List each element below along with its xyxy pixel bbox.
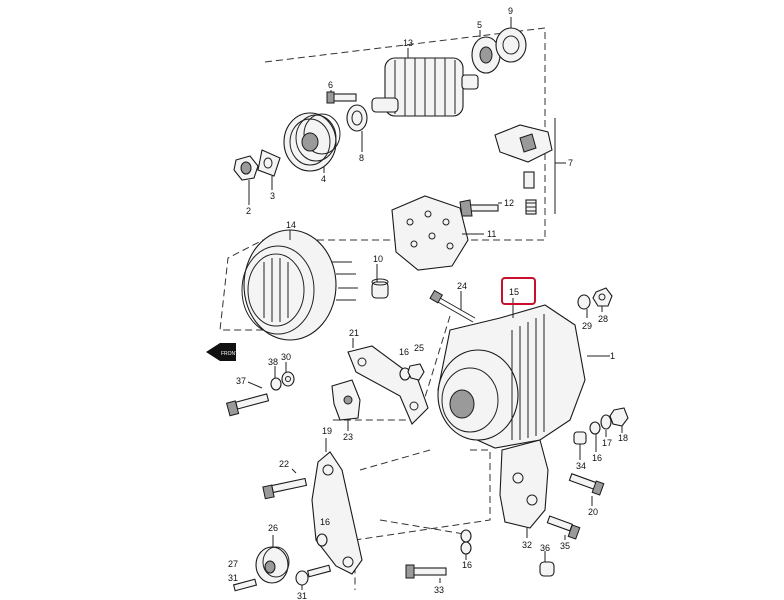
callout-24: 24	[457, 281, 467, 291]
washer-3-part[interactable]	[257, 149, 281, 177]
bolt-6-part[interactable]	[326, 91, 357, 104]
bolt-37-part[interactable]	[225, 393, 270, 417]
callout-31-bottom: 31	[297, 591, 307, 600]
washer-38-part[interactable]	[270, 377, 282, 391]
bearing-part[interactable]	[471, 36, 501, 74]
alternator-part[interactable]	[437, 304, 586, 449]
callout-16-lower: 16	[462, 560, 472, 570]
callout-22: 22	[279, 459, 289, 469]
callout-1: 1	[610, 351, 615, 361]
callout-21: 21	[349, 328, 359, 338]
regulator-part[interactable]	[494, 124, 553, 215]
nut-25-part[interactable]	[407, 363, 425, 381]
callout-34: 34	[576, 461, 586, 471]
callout-31-left: 31	[228, 573, 238, 583]
spacer-ring-part[interactable]	[346, 104, 368, 132]
callout-19: 19	[322, 426, 332, 436]
rotor-part[interactable]	[371, 57, 479, 117]
callout-11: 11	[487, 229, 496, 239]
callout-5: 5	[477, 20, 482, 30]
callout-36: 36	[540, 543, 550, 553]
callout-10: 10	[373, 254, 383, 264]
bolt-35-part[interactable]	[546, 515, 581, 540]
bolt-22-part[interactable]	[262, 477, 308, 500]
callout-33: 33	[434, 585, 444, 595]
callout-35: 35	[560, 541, 570, 551]
callout-7: 7	[568, 158, 573, 168]
callout-20: 20	[588, 507, 598, 517]
screw-12-part[interactable]	[459, 199, 499, 217]
bushing-10-part[interactable]	[371, 278, 389, 299]
callout-13: 13	[403, 38, 413, 48]
callout-labels: 1 2 3 4 5 6 7 8 9 10 11 12 13 14 15 16 1…	[228, 6, 628, 600]
stator-part[interactable]	[241, 229, 358, 341]
bolt-20-part[interactable]	[568, 473, 605, 496]
nut-18-part[interactable]	[609, 407, 629, 427]
callout-32: 32	[522, 540, 532, 550]
callout-8: 8	[359, 153, 364, 163]
callout-38: 38	[268, 357, 278, 367]
nut-28-part[interactable]	[592, 287, 613, 307]
callout-30: 30	[281, 352, 291, 362]
front-direction-arrow: FRONT	[206, 343, 238, 361]
washer-16-bottom-part[interactable]	[316, 533, 328, 547]
callout-16-bottom: 16	[320, 517, 330, 527]
callout-14: 14	[286, 220, 296, 230]
callout-26: 26	[268, 523, 278, 533]
callout-6: 6	[328, 80, 333, 90]
callout-18: 18	[618, 433, 628, 443]
callout-16-mid: 16	[399, 347, 409, 357]
bushing-34-part[interactable]	[573, 431, 587, 445]
washer-30-part[interactable]	[281, 371, 295, 387]
adjuster-bracket-19-part[interactable]	[311, 451, 363, 575]
nut-2-part[interactable]	[233, 155, 259, 181]
bolt-33-part[interactable]	[405, 564, 447, 579]
callout-27: 27	[228, 559, 238, 569]
leader-lines	[247, 17, 623, 590]
bolt-31-part[interactable]	[306, 564, 332, 578]
washer-17-part[interactable]	[600, 414, 612, 430]
callout-3: 3	[270, 191, 275, 201]
bracket-32-part[interactable]	[499, 439, 549, 529]
callout-4: 4	[321, 174, 326, 184]
washer-16-lower-part[interactable]	[460, 541, 472, 555]
bolt-27-part[interactable]	[232, 578, 258, 592]
bushing-36-part[interactable]	[539, 561, 555, 577]
callout-37: 37	[236, 376, 246, 386]
callout-23: 23	[343, 432, 353, 442]
bearing-cover-part[interactable]	[495, 27, 527, 63]
callout-25: 25	[414, 343, 424, 353]
bolt-24-part[interactable]	[429, 289, 476, 323]
callout-16-right: 16	[592, 453, 602, 463]
callout-15: 15	[509, 287, 519, 297]
callout-29: 29	[582, 321, 592, 331]
washer-29-part[interactable]	[577, 294, 591, 310]
washer-31-part[interactable]	[295, 570, 309, 586]
callout-17: 17	[602, 438, 612, 448]
block-23-part[interactable]	[331, 379, 361, 421]
callout-28: 28	[598, 314, 608, 324]
washer-17-lower-part[interactable]	[460, 529, 472, 543]
tensioner-pulley-26-part[interactable]	[255, 546, 290, 584]
callout-2: 2	[246, 206, 251, 216]
mount-bracket-21-part[interactable]	[347, 345, 429, 425]
pulley-part[interactable]	[283, 112, 341, 172]
highlight-box	[501, 277, 536, 305]
washer-16-right-part[interactable]	[589, 421, 601, 435]
callout-9: 9	[508, 6, 513, 16]
rectifier-part[interactable]	[391, 195, 469, 271]
callout-12: 12	[504, 198, 514, 208]
front-direction-label: FRONT	[221, 351, 238, 357]
